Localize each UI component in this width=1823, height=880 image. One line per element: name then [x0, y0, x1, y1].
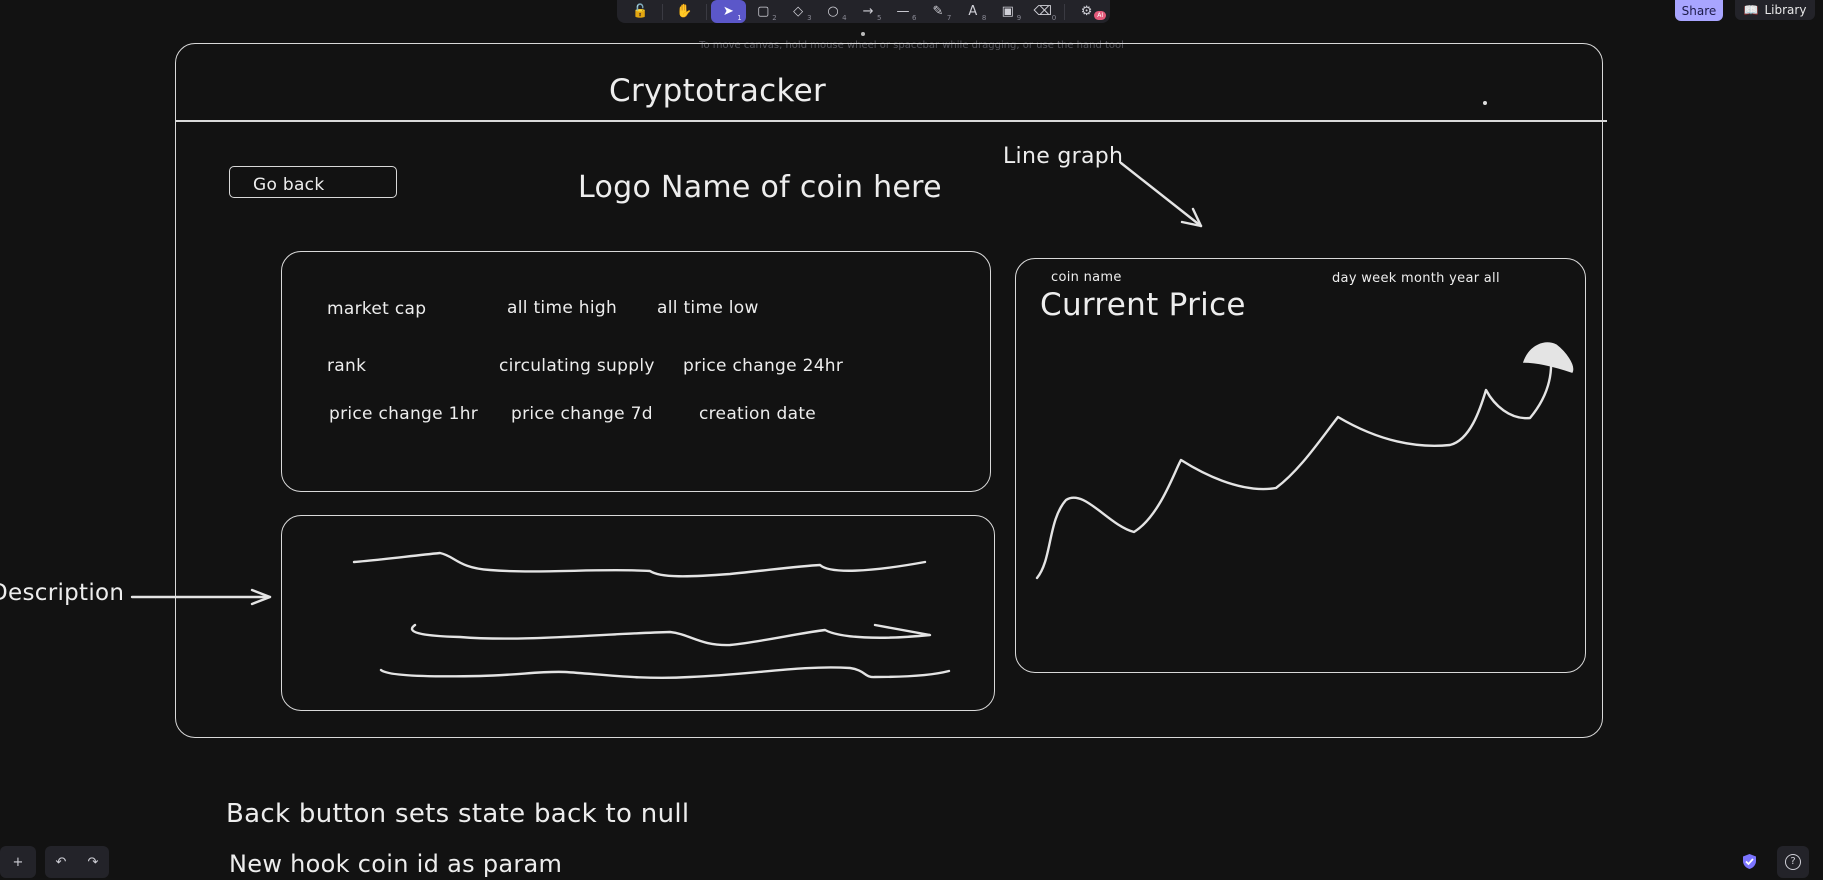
note-new-hook[interactable]: New hook coin id as param	[229, 850, 563, 878]
hand-glyph: ✋	[676, 4, 693, 19]
eraser-glyph: ⌫	[1033, 4, 1052, 19]
ellipse-icon[interactable]: ○4	[816, 0, 851, 23]
stat-price-change-7d[interactable]: price change 7d	[511, 404, 653, 424]
price-line-tip	[1522, 342, 1574, 373]
description-scribble-1	[352, 551, 927, 578]
stat-rank[interactable]: rank	[327, 356, 367, 376]
shortcut-number: 9	[1016, 14, 1022, 22]
toolbar-divider	[661, 3, 663, 20]
shortcut-number: 1	[737, 14, 742, 22]
hand-icon[interactable]: ✋	[667, 0, 702, 23]
diamond-glyph: ◇	[793, 4, 804, 19]
wireframe-title[interactable]: Cryptotracker	[609, 73, 827, 109]
eraser-icon[interactable]: ⌫0	[1025, 0, 1060, 23]
arrow-glyph: →	[862, 4, 874, 19]
selection-icon[interactable]: ➤1	[710, 0, 746, 23]
rectangle-icon[interactable]: ▢2	[746, 0, 781, 23]
chart-time-ranges[interactable]: day week month year all	[1332, 271, 1500, 286]
redo-icon: ↷	[87, 854, 99, 870]
header-divider-line[interactable]	[175, 120, 1607, 122]
library-label: Library	[1764, 3, 1807, 17]
book-icon: 📖	[1743, 3, 1759, 17]
description-scribble-3	[379, 666, 951, 680]
toolbar-pointer-dot	[861, 32, 865, 36]
diamond-icon[interactable]: ◇3	[781, 0, 816, 23]
undo-icon: ↶	[55, 854, 67, 870]
image-glyph: ▣	[1001, 4, 1014, 19]
pencil-icon[interactable]: ✎7	[920, 0, 955, 23]
go-back-label[interactable]: Go back	[253, 175, 325, 195]
line-icon[interactable]: —6	[886, 0, 921, 23]
wireframe-outer-frame[interactable]	[175, 43, 1603, 738]
shortcut-number: 3	[807, 14, 812, 22]
more-tools-icon[interactable]: ⚙AI	[1069, 0, 1107, 23]
help-button[interactable]: ?	[1777, 846, 1809, 878]
line-graph-arrow-shaft	[1119, 161, 1203, 228]
lock-icon[interactable]: 🔓	[623, 0, 658, 23]
ellipse-glyph: ○	[827, 4, 839, 19]
pencil-glyph: ✎	[932, 4, 944, 19]
line-glyph: —	[896, 4, 910, 19]
undo-button[interactable]: ↶	[45, 846, 77, 878]
line-graph-annotation[interactable]: Line graph	[1003, 144, 1124, 169]
description-annotation[interactable]: Description	[0, 580, 125, 606]
description-scribble-2	[410, 623, 932, 647]
price-line	[1035, 358, 1553, 580]
shortcut-number: 2	[772, 14, 777, 22]
coin-heading[interactable]: Logo Name of coin here	[578, 170, 942, 205]
shield-check-icon[interactable]	[1741, 853, 1758, 870]
stat-all-time-low[interactable]: all time low	[657, 298, 759, 318]
toolbar-divider	[705, 3, 707, 20]
ai-badge: AI	[1094, 11, 1107, 20]
description-arrow-head	[250, 588, 272, 606]
image-icon[interactable]: ▣9	[990, 0, 1025, 23]
share-button[interactable]: Share	[1675, 0, 1723, 21]
stat-price-change-1hr[interactable]: price change 1hr	[329, 404, 479, 424]
canvas-hint: To move canvas, hold mouse wheel or spac…	[699, 40, 1124, 51]
lock-glyph: 🔓	[632, 4, 649, 19]
chart-box[interactable]	[1015, 258, 1586, 673]
selection-glyph: ➤	[722, 4, 734, 19]
stat-price-change-24hr[interactable]: price change 24hr	[683, 356, 844, 376]
arrow-icon[interactable]: →5	[851, 0, 886, 23]
stats-box[interactable]	[281, 251, 991, 492]
go-back-sketch-button[interactable]	[229, 166, 397, 198]
text-glyph: A	[968, 4, 978, 19]
toolbar-divider	[1064, 3, 1066, 20]
stray-dot[interactable]	[1483, 101, 1487, 105]
shortcut-number: 0	[1051, 14, 1057, 22]
stat-circulating-supply[interactable]: circulating supply	[499, 356, 655, 376]
more-tools-glyph: ⚙	[1080, 4, 1093, 19]
zoom-in-button[interactable]: +	[0, 846, 36, 878]
shortcut-number: 7	[946, 14, 952, 22]
shortcut-number: 5	[877, 14, 882, 22]
stat-market-cap[interactable]: market cap	[327, 299, 427, 319]
stat-all-time-high[interactable]: all time high	[507, 298, 618, 318]
shortcut-number: 8	[981, 14, 987, 22]
plus-icon: +	[12, 854, 24, 870]
shortcut-number: 4	[842, 14, 847, 22]
chart-coin-name[interactable]: coin name	[1051, 270, 1122, 285]
description-box[interactable]	[281, 515, 995, 711]
library-button[interactable]: 📖 Library	[1735, 0, 1815, 20]
line-graph-arrow-head	[1180, 207, 1203, 228]
rectangle-glyph: ▢	[757, 4, 770, 19]
help-icon: ?	[1785, 854, 1801, 870]
shortcut-number: 6	[911, 14, 917, 22]
stat-creation-date[interactable]: creation date	[699, 404, 817, 424]
redo-button[interactable]: ↷	[77, 846, 109, 878]
note-back-button[interactable]: Back button sets state back to null	[226, 799, 690, 829]
chart-current-price[interactable]: Current Price	[1040, 287, 1246, 323]
